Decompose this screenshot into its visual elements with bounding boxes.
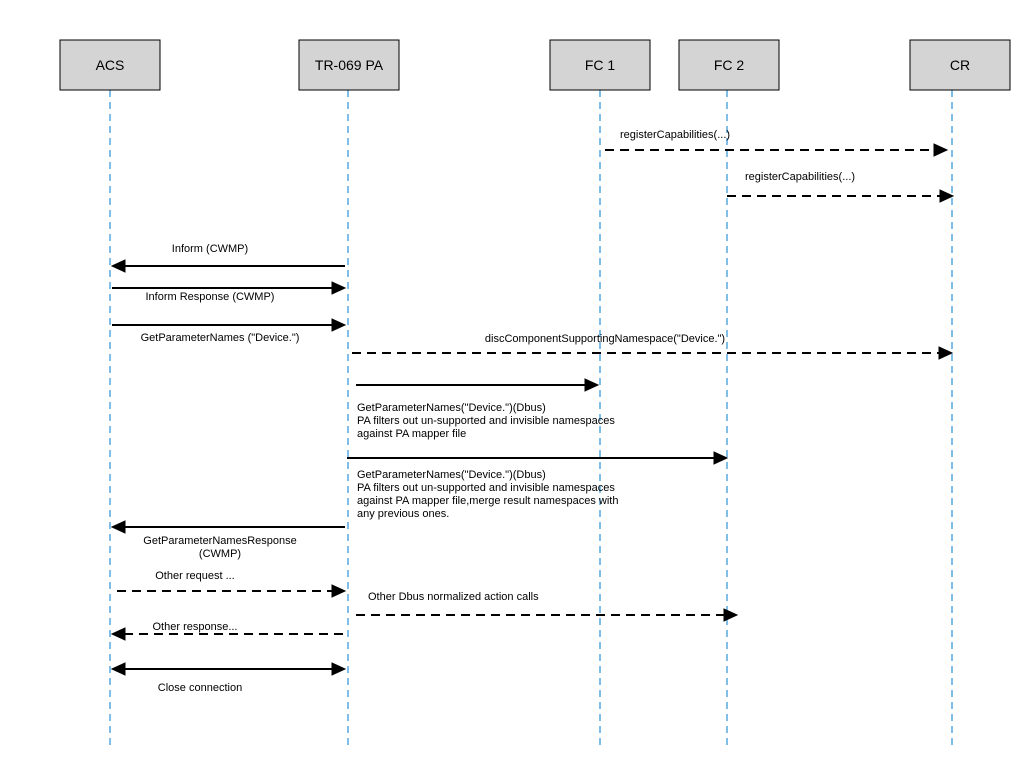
arrowhead-icon: [584, 378, 600, 392]
message-acs-to-pa: Close connection: [110, 662, 347, 694]
messages: registerCapabilities(...) registerCapabil…: [110, 129, 955, 694]
message-label: Inform Response (CWMP): [146, 291, 275, 303]
actor-box-fc1: [549, 39, 651, 91]
arrowhead-icon: [331, 662, 347, 676]
actor-label-fc2: FC 2: [714, 57, 745, 73]
arrowhead-icon: [713, 451, 729, 465]
message-label: GetParameterNamesResponse: [143, 535, 296, 547]
message-pa-to-acs: Inform (CWMP): [110, 243, 345, 273]
actor-box-pa: [298, 39, 400, 91]
actor-box-fc2: [678, 39, 780, 91]
arrowhead-icon: [933, 143, 949, 157]
arrowhead-icon: [331, 281, 347, 295]
message-acs-to-pa: GetParameterNames ("Device."): [112, 318, 347, 344]
actor-label-pa: TR-069 PA: [315, 57, 384, 73]
message-label: registerCapabilities(...): [620, 129, 730, 141]
message-acs-to-pa: Inform Response (CWMP): [112, 281, 347, 303]
message-label: PA filters out un-supported and invisibl…: [357, 482, 615, 494]
arrowhead-icon: [723, 608, 739, 622]
arrowhead-icon: [110, 520, 126, 534]
arrowhead-icon: [110, 662, 126, 676]
message-pa-to-cr: discComponentSupportingNamespace("Device…: [352, 333, 954, 360]
message-pa-to-acs: Other response...: [110, 621, 343, 641]
message-label: Other response...: [153, 621, 238, 633]
message-label: (CWMP): [199, 548, 241, 560]
arrowhead-icon: [331, 318, 347, 332]
message-fc1-to-cr: registerCapabilities(...): [605, 129, 949, 157]
message-acs-to-pa: Other request ...: [117, 570, 347, 598]
message-fc2-to-cr: registerCapabilities(...): [727, 171, 955, 203]
message-label: against PA mapper file,merge result name…: [357, 495, 618, 507]
actor-label-fc1: FC 1: [585, 57, 616, 73]
message-label: discComponentSupportingNamespace("Device…: [485, 333, 725, 345]
arrowhead-icon: [331, 584, 347, 598]
message-pa-to-acs: GetParameterNamesResponse(CWMP): [110, 520, 345, 560]
message-pa-to-fc1: GetParameterNames("Device.")(Dbus)PA fil…: [356, 378, 615, 440]
message-pa-to-fc2: GetParameterNames("Device.")(Dbus)PA fil…: [347, 451, 729, 520]
message-label: Other Dbus normalized action calls: [368, 591, 539, 603]
actor-box-cr: [909, 39, 1011, 91]
arrowhead-icon: [110, 627, 126, 641]
arrowhead-icon: [110, 259, 126, 273]
message-label: GetParameterNames("Device.")(Dbus): [357, 402, 546, 414]
lifelines: [109, 90, 953, 745]
message-label: Inform (CWMP): [172, 243, 248, 255]
actor-label-acs: ACS: [96, 57, 125, 73]
actors: ACS TR-069 PA FC 1 FC 2 CR: [59, 39, 1011, 91]
arrowhead-icon: [939, 189, 955, 203]
message-label: GetParameterNames ("Device."): [141, 332, 300, 344]
message-label: GetParameterNames("Device.")(Dbus): [357, 469, 546, 481]
message-label: Close connection: [158, 682, 242, 694]
message-label: against PA mapper file: [357, 428, 466, 440]
message-label: Other request ...: [155, 570, 234, 582]
actor-label-cr: CR: [950, 57, 970, 73]
actor-box-acs: [59, 39, 161, 91]
message-label: PA filters out un-supported and invisibl…: [357, 415, 615, 427]
message-label: registerCapabilities(...): [745, 171, 855, 183]
message-label: any previous ones.: [357, 508, 449, 520]
message-pa-to-fc2: Other Dbus normalized action calls: [356, 591, 739, 622]
arrowhead-icon: [938, 346, 954, 360]
